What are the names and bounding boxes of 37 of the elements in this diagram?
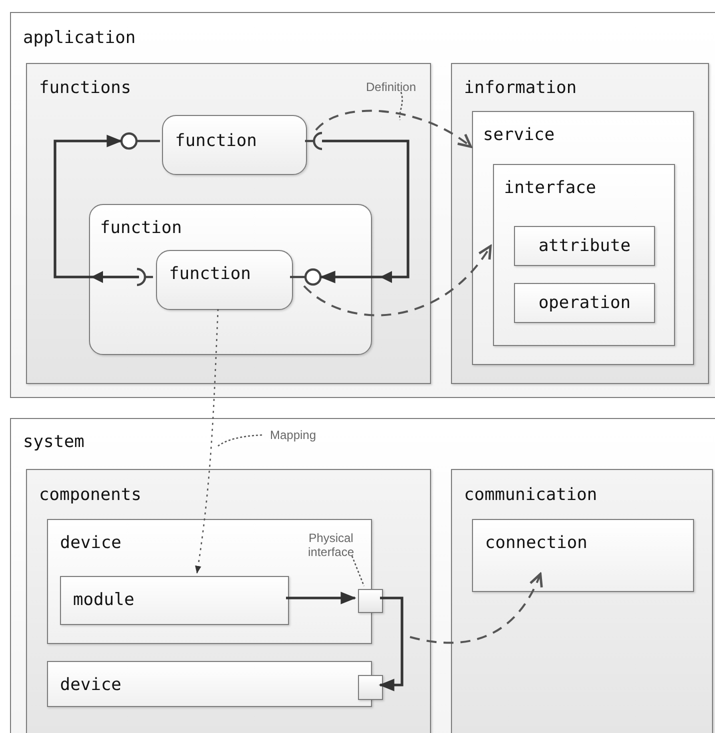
node-label: module [73, 589, 134, 611]
attribute-box [514, 226, 655, 266]
annotation-text: Mapping [263, 428, 323, 442]
port-square [358, 589, 383, 613]
module-box [60, 576, 289, 625]
operation-box [514, 283, 655, 323]
connection-box [472, 519, 694, 592]
node-label: service [483, 124, 555, 146]
node-label: function [169, 263, 251, 285]
node-label: function [100, 217, 182, 239]
node-label: connection [485, 532, 588, 554]
layer-band [10, 418, 715, 733]
node-label: information [464, 77, 577, 99]
node-label: function [175, 130, 257, 152]
group-panel [26, 63, 431, 384]
node-label: operation [538, 292, 631, 314]
node-label: functions [39, 77, 132, 99]
function-box [162, 115, 307, 175]
node-label: system [23, 431, 84, 453]
group-panel [451, 469, 713, 733]
node-label: device [60, 532, 122, 554]
service-box [472, 111, 694, 365]
layer-band [10, 12, 715, 398]
interface-box [493, 164, 675, 346]
port-square [358, 675, 383, 700]
node-label: components [39, 484, 142, 506]
function-box [156, 250, 293, 310]
annotation-text: Definition [358, 80, 424, 94]
node-label: application [23, 27, 136, 49]
group-panel [451, 63, 709, 384]
node-label: attribute [538, 235, 631, 257]
node-label: device [60, 674, 122, 696]
node-label: communication [464, 484, 598, 506]
node-label: interface [504, 177, 596, 199]
annotation-text: Physical interface [289, 531, 373, 559]
group-panel [26, 469, 431, 733]
function-box [89, 204, 372, 355]
